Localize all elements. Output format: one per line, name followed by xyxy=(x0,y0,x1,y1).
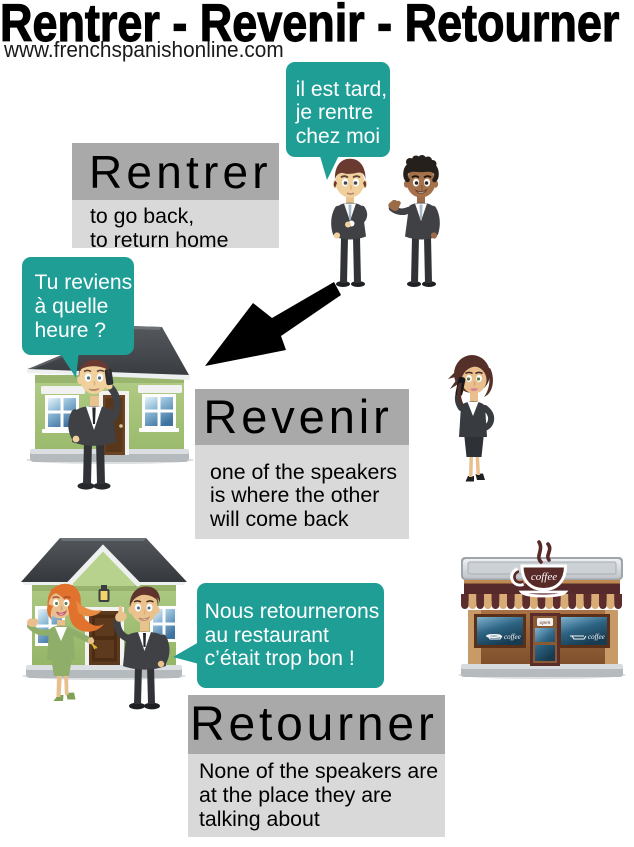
svg-text:coffee: coffee xyxy=(504,633,521,641)
svg-text:open: open xyxy=(540,620,551,626)
svg-text:coffee: coffee xyxy=(588,633,605,641)
svg-text:coffee: coffee xyxy=(531,571,557,583)
